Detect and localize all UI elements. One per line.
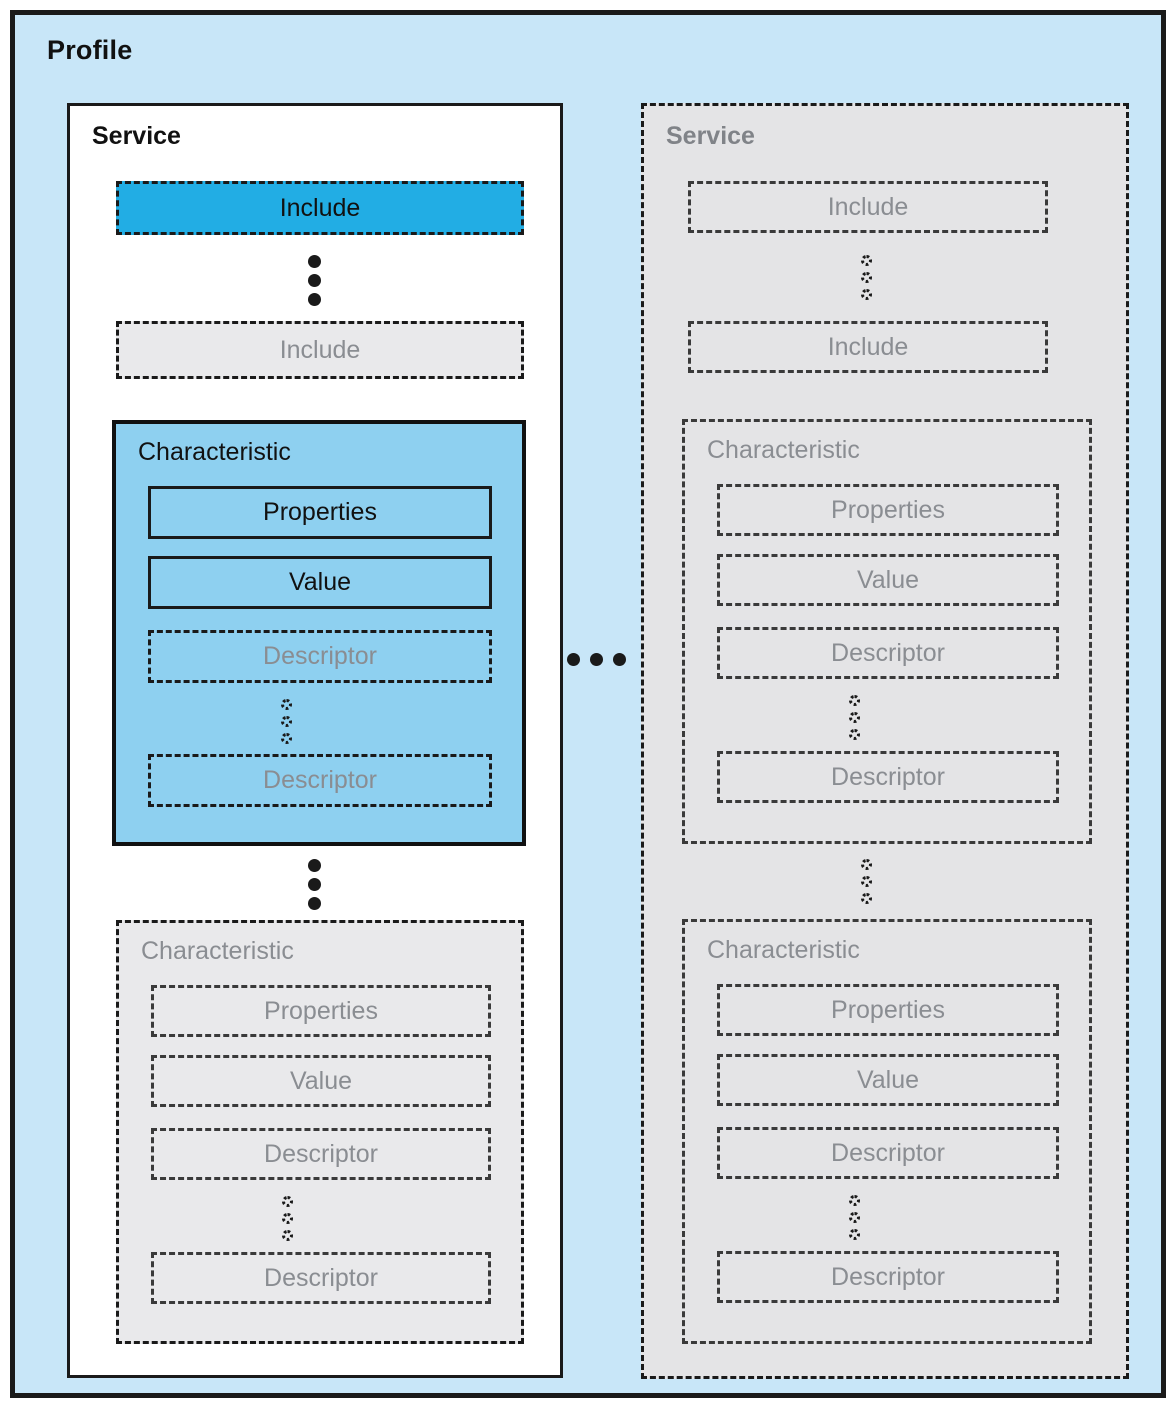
ellipsis-dot [308,293,321,306]
ellipsis-includes-ghost [861,252,872,303]
ellipsis-dot [849,712,860,723]
ellipsis-dot [308,859,321,872]
descriptor-box[interactable]: Descriptor [717,627,1059,679]
descriptor-box[interactable]: Descriptor [151,1252,491,1304]
characteristic-selected[interactable]: Characteristic Properties Value Descript… [112,420,526,846]
service-ghost[interactable]: Service Include Include Characteristic P… [641,103,1129,1379]
ellipsis-dot [308,274,321,287]
ellipsis-dot [590,653,603,666]
include-ghost[interactable]: Include [116,321,524,379]
ellipsis-dot [849,1212,860,1223]
ellipsis-dot [861,255,872,266]
ellipsis-services [562,653,631,666]
ellipsis-dot [861,893,872,904]
ellipsis-includes-active [308,252,321,309]
descriptor-box[interactable]: Descriptor [717,751,1059,803]
ellipsis-dot [849,1229,860,1240]
ellipsis-dot [281,716,292,727]
ellipsis-characteristics-ghost [861,856,872,907]
service-active[interactable]: Service Include Include Characteristic P… [67,103,563,1378]
ellipsis-descriptors [282,1193,293,1244]
ellipsis-characteristics-active [308,856,321,913]
include-selected[interactable]: Include [116,181,524,235]
descriptor-box[interactable]: Descriptor [148,754,492,807]
ellipsis-dot [861,859,872,870]
ellipsis-dot [861,272,872,283]
ellipsis-descriptors [849,1192,860,1243]
properties-box[interactable]: Properties [151,985,491,1037]
ellipsis-dot [849,729,860,740]
characteristic-ghost-title: Characteristic [707,436,860,464]
descriptor-box[interactable]: Descriptor [148,630,492,683]
service-active-title: Service [92,122,181,150]
service-ghost-title: Service [666,122,755,150]
ellipsis-dot [282,1196,293,1207]
include-ghost[interactable]: Include [688,181,1048,233]
value-box[interactable]: Value [717,1054,1059,1106]
characteristic-ghost[interactable]: Characteristic Properties Value Descript… [682,919,1092,1344]
ellipsis-dot [308,255,321,268]
ellipsis-dot [861,289,872,300]
descriptor-box[interactable]: Descriptor [717,1251,1059,1303]
ellipsis-dot [849,695,860,706]
characteristic-ghost[interactable]: Characteristic Properties Value Descript… [116,920,524,1344]
ellipsis-dot [281,733,292,744]
characteristic-selected-title: Characteristic [138,438,291,466]
properties-box[interactable]: Properties [148,486,492,539]
ellipsis-descriptors [849,692,860,743]
ellipsis-descriptors [281,696,292,747]
properties-box[interactable]: Properties [717,984,1059,1036]
ellipsis-dot [849,1195,860,1206]
ellipsis-dot [281,699,292,710]
descriptor-box[interactable]: Descriptor [151,1128,491,1180]
ellipsis-dot [861,876,872,887]
value-box[interactable]: Value [151,1055,491,1107]
include-ghost[interactable]: Include [688,321,1048,373]
ellipsis-dot [613,653,626,666]
ellipsis-dot [567,653,580,666]
value-box[interactable]: Value [148,556,492,609]
ellipsis-dot [308,897,321,910]
descriptor-box[interactable]: Descriptor [717,1127,1059,1179]
profile-title: Profile [47,35,133,65]
characteristic-ghost[interactable]: Characteristic Properties Value Descript… [682,419,1092,844]
characteristic-ghost-title: Characteristic [707,936,860,964]
ellipsis-dot [282,1213,293,1224]
profile-container: Profile Service Include Include Characte… [10,10,1166,1398]
characteristic-ghost-title: Characteristic [141,937,294,965]
ellipsis-dot [282,1230,293,1241]
value-box[interactable]: Value [717,554,1059,606]
ellipsis-dot [308,878,321,891]
properties-box[interactable]: Properties [717,484,1059,536]
